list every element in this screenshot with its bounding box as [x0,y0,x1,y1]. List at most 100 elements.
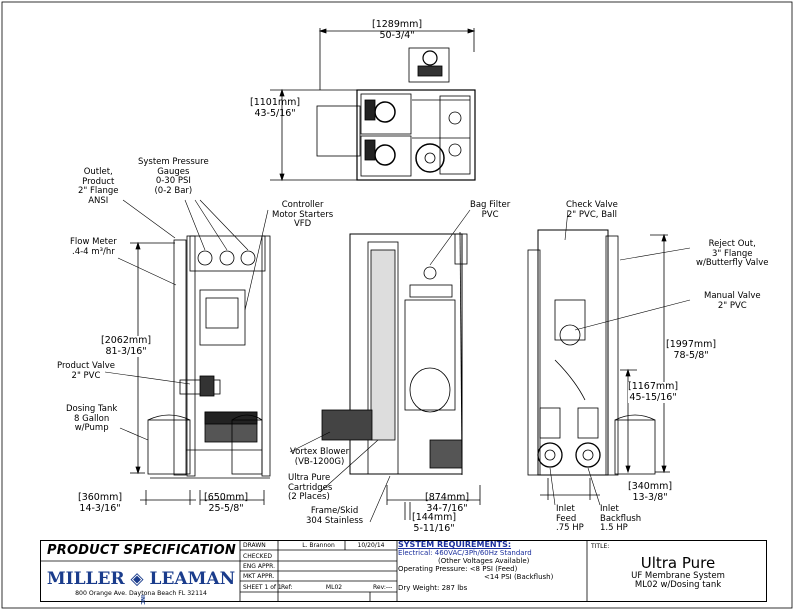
callout-line: .4-4 m³/hr [72,246,115,257]
ref-value: ML02 [325,584,343,591]
callout-line: (2 Places) [288,492,330,502]
callout-line: Vortex Blower [290,447,350,457]
callout-line: Gauges [157,166,190,177]
tank-width-dimension: [360mm] 14-3/16" [78,492,123,514]
title-sub-2: ML02 w/Dosing tank [634,580,722,590]
callout-line: Frame/Skid [310,506,359,516]
callout-product-valve: Product Valve 2" PVC [57,361,115,381]
rear-mid-in: 45-15/16" [629,391,677,403]
top-depth-dimension: [1101mm] 43-5/16" [250,97,300,119]
rev-label: Rev:--- [373,584,393,591]
callout-line: Product [82,176,115,187]
top-width-mm: [1289mm] [372,19,423,30]
callout-reject-out: Reject Out, 3" Flange w/Butterfly Valve [696,239,769,269]
callout-line: 2" PVC, Ball [566,209,617,220]
title-label: TITLE: [591,543,610,550]
callout-pressure-gauges: System Pressure Gauges 0-30 PSI (0-2 Bar… [138,157,209,196]
callout-line: w/Butterfly Valve [696,258,769,268]
callout-line: Check Valve [566,200,618,210]
callout-line: Backflush [600,513,642,524]
frame-width-dimension: [650mm] 25-5/8" [204,492,249,514]
callout-bag-filter: Bag Filter PVC [470,200,511,220]
tank-width-mm: [360mm] [78,492,123,503]
callout-line: Cartridges [288,482,333,493]
req-pressure: Operating Pressure: <8 PSI (Feed) [398,565,518,573]
callout-vortex-blower: Vortex Blower (VB-1200G) [290,447,350,467]
rear-height-dimension: [1997mm] 78-5/8" [666,339,717,361]
side-offset-mm: [144mm] [412,512,457,523]
callout-line: Manual Valve [704,291,761,301]
side-width-dimension: [874mm] 34-7/16" [425,492,469,514]
callout-line: 3" Flange [712,248,753,259]
drawn-by: L. Brannon [302,542,335,549]
callout-line: PVC [481,209,499,220]
drawn-date: 10/20/14 [357,542,385,549]
front-view [130,235,271,505]
tank-width-in: 14-3/16" [79,502,121,514]
side-view [321,231,481,520]
callout-line: Product Valve [57,361,115,371]
title-block-lines [40,540,588,602]
callout-line: Feed [556,513,577,524]
rear-width-dimension: [340mm] 13-3/8" [628,481,673,503]
rear-mid-mm: [1167mm] [628,381,679,392]
front-height-mm: [2062mm] [101,335,152,346]
rear-width-mm: [340mm] [628,481,673,492]
checked-label: CHECKED [243,553,273,560]
callout-manual-valve: Manual Valve 2" PVC [704,291,761,311]
req-pressure-backflush: <14 PSI (Backflush) [484,573,554,581]
drawn-label: DRAWN [243,542,266,549]
callout-line: 0-30 PSI [155,176,191,186]
side-width-in: 34-7/16" [426,502,468,514]
callout-line: Bag Filter [470,200,511,210]
callout-line: 1.5 HP [600,523,628,533]
rear-width-in: 13-3/8" [632,491,668,503]
mkt-approval-label: MKT APPR. [243,573,275,580]
title-block: PRODUCT SPECIFICATION MILLER ◈ LEAMAN INC… [40,540,767,604]
callout-line: System Pressure [138,157,209,167]
callout-line: VFD [293,219,312,229]
requirements-title: SYSTEM REQUIREMENTS: [398,540,512,549]
title-main: Ultra Pure [640,554,716,572]
req-electrical: Electrical: 460VAC/3Ph/60Hz Standard [398,549,532,557]
callout-line: Ultra Pure [288,473,331,483]
frame-width-in: 25-5/8" [208,502,244,514]
callout-dosing-tank: Dosing Tank 8 Gallon w/Pump [66,404,118,434]
callout-frame: Frame/Skid 304 Stainless [306,506,363,526]
top-width-dimension: [1289mm] 50-3/4" [372,19,423,41]
title-sub-1: UF Membrane System [631,571,725,581]
rear-mid-dimension: [1167mm] 45-15/16" [628,381,679,403]
callout-line: (VB-1200G) [294,456,345,467]
side-offset-dimension: [144mm] 5-11/16" [412,512,457,534]
company-logo: MILLER ◈ LEAMAN INC [41,569,241,604]
product-specification-heading: PRODUCT SPECIFICATION [47,543,236,558]
top-view [270,28,476,182]
callout-line: Inlet [600,504,619,514]
callout-line: 2" Flange [78,186,119,196]
top-width-in: 50-3/4" [379,29,415,41]
company-inc: INC [139,594,145,605]
leader-lines [104,199,691,523]
callout-line: 2" PVC [71,370,101,381]
callout-line: Inlet [556,504,575,514]
callout-line: Reject Out, [708,239,756,249]
callout-line: (0-2 Bar) [154,185,193,196]
callout-line: Dosing Tank [66,404,118,414]
callout-line: .75 HP [556,523,584,533]
front-height-in: 81-3/16" [105,345,147,357]
callout-line: Controller [281,200,324,210]
req-weight: Dry Weight: 287 lbs [398,584,468,592]
callout-line: 8 Gallon [74,413,110,424]
callout-inlet-backflush: Inlet Backflush 1.5 HP [600,504,642,534]
callout-cartridges: Ultra Pure Cartridges (2 Places) [288,473,333,503]
eng-approval-label: ENG APPR. [243,563,276,570]
frame-width-mm: [650mm] [204,492,249,503]
sheet-label: SHEET 1 of 1 [243,584,282,591]
callout-line: ANSI [88,195,109,206]
callout-controller: Controller Motor Starters VFD [272,200,333,230]
req-electrical-note: (Other Voltages Available) [438,557,530,565]
company-name: MILLER ◈ LEAMAN [46,569,236,589]
callout-line: 2" PVC [717,300,747,311]
